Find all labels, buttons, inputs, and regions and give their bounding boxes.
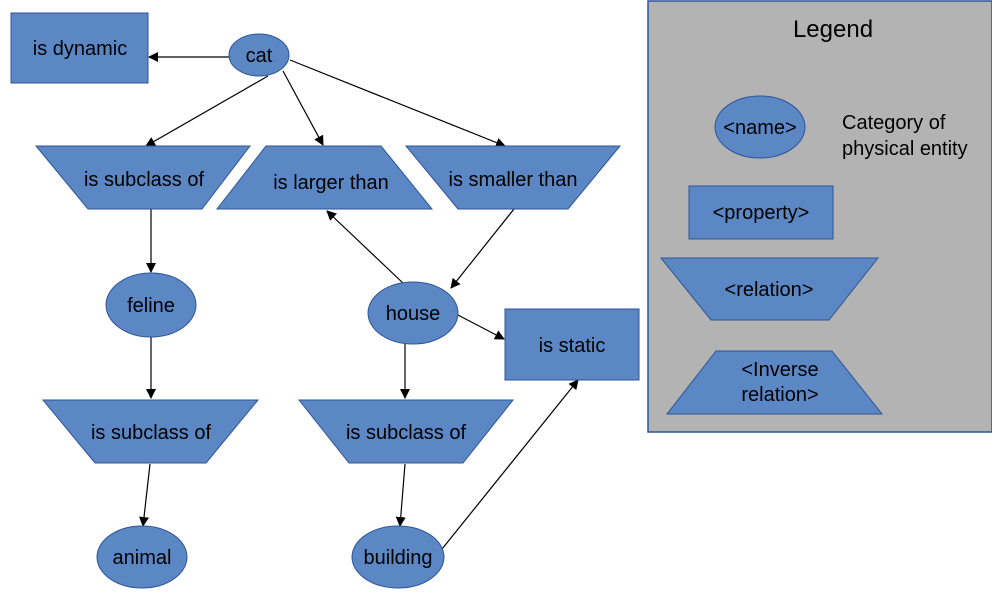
legend-entity-desc-line1: Category of bbox=[842, 112, 946, 134]
node-building bbox=[351, 525, 445, 589]
node-cat-label: cat bbox=[246, 45, 273, 67]
node-is-static-label: is static bbox=[539, 335, 606, 357]
legend-entity-label: <name> bbox=[723, 117, 796, 139]
node-cat bbox=[228, 33, 290, 77]
node-feline-label: feline bbox=[127, 295, 175, 317]
legend-entity-shape bbox=[714, 95, 806, 159]
legend-property-shape bbox=[688, 185, 834, 240]
node-subclass-feline-label: is subclass of bbox=[91, 422, 211, 444]
node-is-static bbox=[504, 308, 640, 381]
legend-inverse-relation-line1: <Inverse bbox=[741, 359, 818, 381]
legend-panel: Legend <name> Category of physical entit… bbox=[647, 0, 992, 433]
edges bbox=[139, 52, 579, 550]
edge-subclass-building bbox=[395, 463, 406, 527]
node-subclass-feline bbox=[41, 399, 260, 464]
node-is-dynamic bbox=[10, 12, 149, 84]
legend-inverse-relation-line2: relation> bbox=[741, 384, 818, 406]
node-building-label: building bbox=[364, 547, 433, 569]
legend-relation-label: <relation> bbox=[725, 279, 814, 301]
node-house bbox=[367, 281, 459, 345]
node-larger-than-label: is larger than bbox=[273, 172, 389, 194]
node-animal bbox=[96, 525, 188, 589]
edge-house-static bbox=[455, 313, 505, 340]
node-subclass-house bbox=[297, 399, 515, 464]
nodes: is dynamic cat is subclass of is larger … bbox=[10, 12, 640, 589]
node-subclass-cat-label: is subclass of bbox=[84, 169, 204, 191]
legend-entity-desc-line2: physical entity bbox=[842, 138, 968, 160]
edge-cat-subclass bbox=[145, 75, 269, 147]
node-animal-label: animal bbox=[113, 547, 172, 569]
edge-cat-smaller bbox=[289, 59, 506, 148]
node-smaller-than-label: is smaller than bbox=[449, 169, 578, 191]
node-smaller-than bbox=[404, 145, 622, 210]
node-larger-than bbox=[215, 145, 434, 210]
legend-property-label: <property> bbox=[713, 202, 810, 224]
edge-subclass-animal bbox=[139, 463, 151, 527]
node-house-label: house bbox=[386, 303, 441, 325]
node-subclass-cat bbox=[34, 145, 252, 210]
node-feline bbox=[105, 272, 197, 338]
node-subclass-house-label: is subclass of bbox=[346, 422, 466, 444]
legend-relation-shape bbox=[659, 257, 880, 321]
edge-cat-larger bbox=[282, 70, 324, 146]
edge-smaller-house bbox=[450, 208, 515, 289]
edge-building-static bbox=[441, 379, 579, 550]
legend-inverse-relation-shape bbox=[665, 350, 884, 415]
node-is-dynamic-label: is dynamic bbox=[33, 38, 127, 60]
legend-title: Legend bbox=[793, 16, 873, 43]
edge-house-larger bbox=[326, 210, 405, 285]
